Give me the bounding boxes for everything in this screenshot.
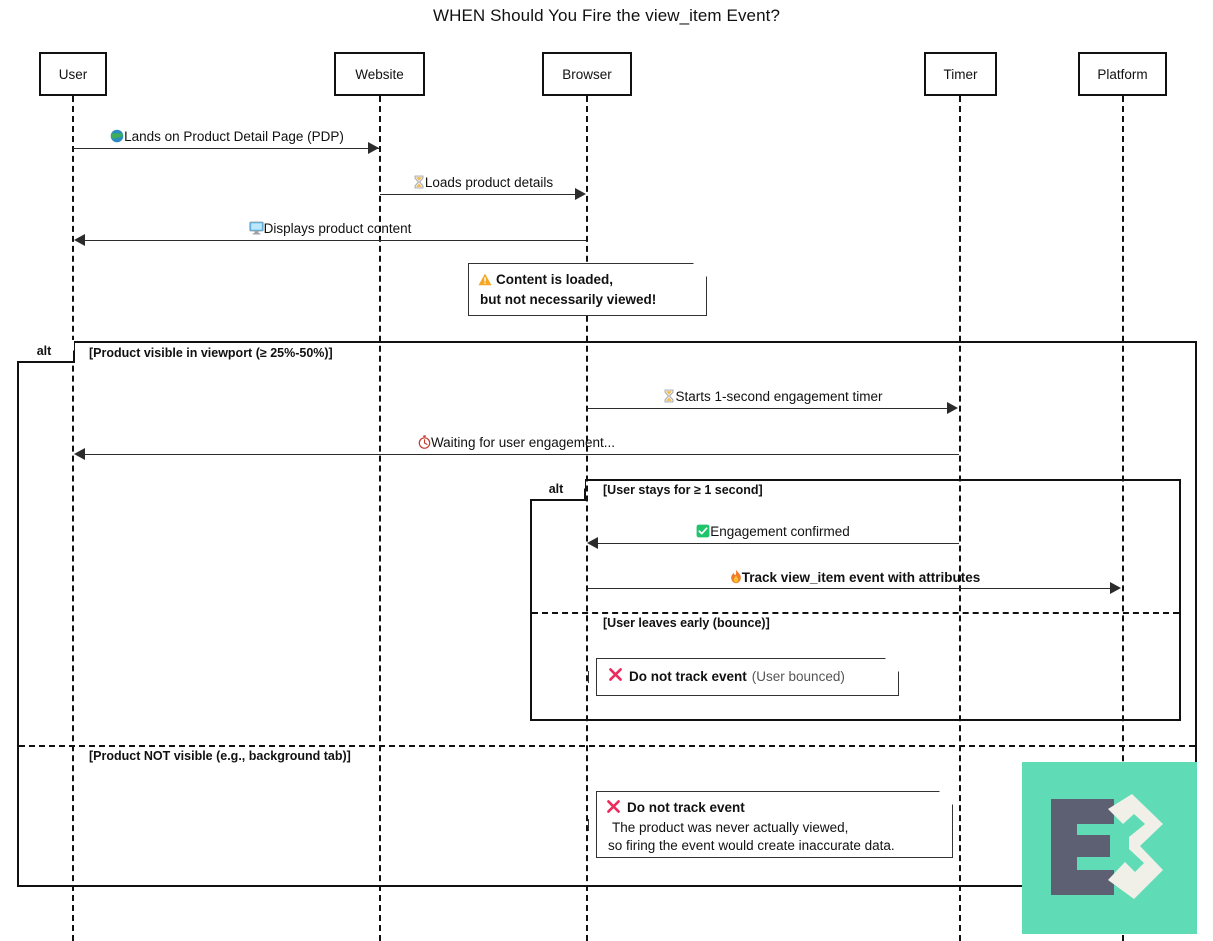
participant-label: Browser [562,66,612,82]
message-line-m6 [593,543,959,544]
message-label-m2: Loads product details [380,175,586,192]
note-line-3: so firing the event would create inaccur… [608,837,895,853]
check-icon [696,524,710,541]
note-line-1: Content is loaded, [478,271,694,291]
fire-icon [730,569,742,587]
fragment-inner-alt-operator: alt [530,478,586,501]
fragment-outer-alt-operator: alt [17,340,75,363]
e3-logo [1022,762,1197,934]
lifeline-website [379,96,381,941]
lifeline-browser [586,96,588,941]
participant-timer[interactable]: Timer [924,52,997,96]
participant-user[interactable]: User [39,52,107,96]
note-content-loaded: Content is loaded, but not necessarily v… [468,263,707,316]
message-label-m7: Track view_item event with attributes [587,569,1123,587]
fragment-inner-alt-divider [532,612,1179,614]
message-arrowhead-m6 [587,537,598,549]
message-label-m5: Waiting for user engagement... [74,435,959,452]
message-text: Displays product content [263,221,412,236]
participant-label: Website [355,66,404,82]
message-arrowhead-m4 [947,402,958,414]
message-text: Engagement confirmed [710,524,850,539]
fragment-outer-alt-condition-2: [Product NOT visible (e.g., background t… [89,749,351,763]
note-text: Content is loaded, [496,272,614,287]
fragment-outer-alt [17,341,1197,887]
participant-label: Platform [1097,66,1148,82]
message-arrowhead-m5 [74,448,85,460]
message-label-m3: Displays product content [74,221,586,238]
message-arrowhead-m1 [368,142,379,154]
participant-website[interactable]: Website [334,52,425,96]
message-line-m1 [73,148,379,149]
message-text: Lands on Product Detail Page (PDP) [124,129,344,144]
note-line-2: The product was never actually viewed, [612,819,849,835]
message-label-m1: Lands on Product Detail Page (PDP) [73,129,381,146]
participant-browser[interactable]: Browser [542,52,632,96]
message-line-m3 [80,240,586,241]
note-anchor [588,671,589,683]
cross-icon [608,667,623,687]
note-fold-icon [693,263,707,277]
lifeline-user [72,96,74,941]
message-text: Starts 1-second engagement timer [675,389,883,404]
note-fold-icon [885,658,899,672]
warning-icon [478,273,492,291]
note-strong-text: Do not track event [629,669,747,685]
fragment-operator-label: alt [548,482,564,496]
message-line-m2 [380,194,576,195]
message-arrowhead-m7 [1110,582,1121,594]
stopwatch-icon [418,435,431,452]
message-text: Track view_item event with attributes [741,570,981,585]
cross-icon [606,799,621,819]
hourglass-icon [663,389,675,406]
note-line-2: but not necessarily viewed! [480,291,657,307]
message-label-m6: Engagement confirmed [587,524,959,541]
fragment-inner-alt-condition-1: [User stays for ≥ 1 second] [603,483,763,497]
note-do-not-track-not-visible: Do not track event The product was never… [588,791,953,858]
fragment-operator-label: alt [36,344,52,358]
note-line-1: Do not track event [606,799,940,819]
message-line-m7 [587,588,1111,589]
fragment-outer-alt-divider [19,745,1195,747]
globe-icon [110,129,124,146]
hourglass-icon [413,175,425,192]
participant-label: User [58,66,88,82]
lifeline-platform [1122,96,1124,941]
message-line-m5 [80,454,959,455]
participant-platform[interactable]: Platform [1078,52,1167,96]
participant-label: Timer [943,66,978,82]
message-line-m4 [587,408,948,409]
message-text: Loads product details [424,175,554,190]
note-text: Do not track event [627,800,745,815]
note-anchor [588,818,589,831]
message-arrowhead-m3 [74,234,85,246]
message-arrowhead-m2 [575,188,586,200]
message-label-m4: Starts 1-second engagement timer [587,389,959,406]
lifeline-timer [959,96,961,941]
fragment-inner-alt-condition-2: [User leaves early (bounce)] [603,616,770,630]
fragment-outer-alt-condition-1: [Product visible in viewport (≥ 25%-50%)… [89,346,333,360]
fragment-inner-alt [530,479,1181,721]
monitor-icon [248,221,264,238]
note-do-not-track-bounce: Do not track event (User bounced) [588,658,899,696]
page-title: WHEN Should You Fire the view_item Event… [432,6,781,25]
note-muted-text: (User bounced) [751,669,845,685]
note-fold-icon [939,791,953,805]
message-text: Waiting for user engagement... [430,435,616,450]
